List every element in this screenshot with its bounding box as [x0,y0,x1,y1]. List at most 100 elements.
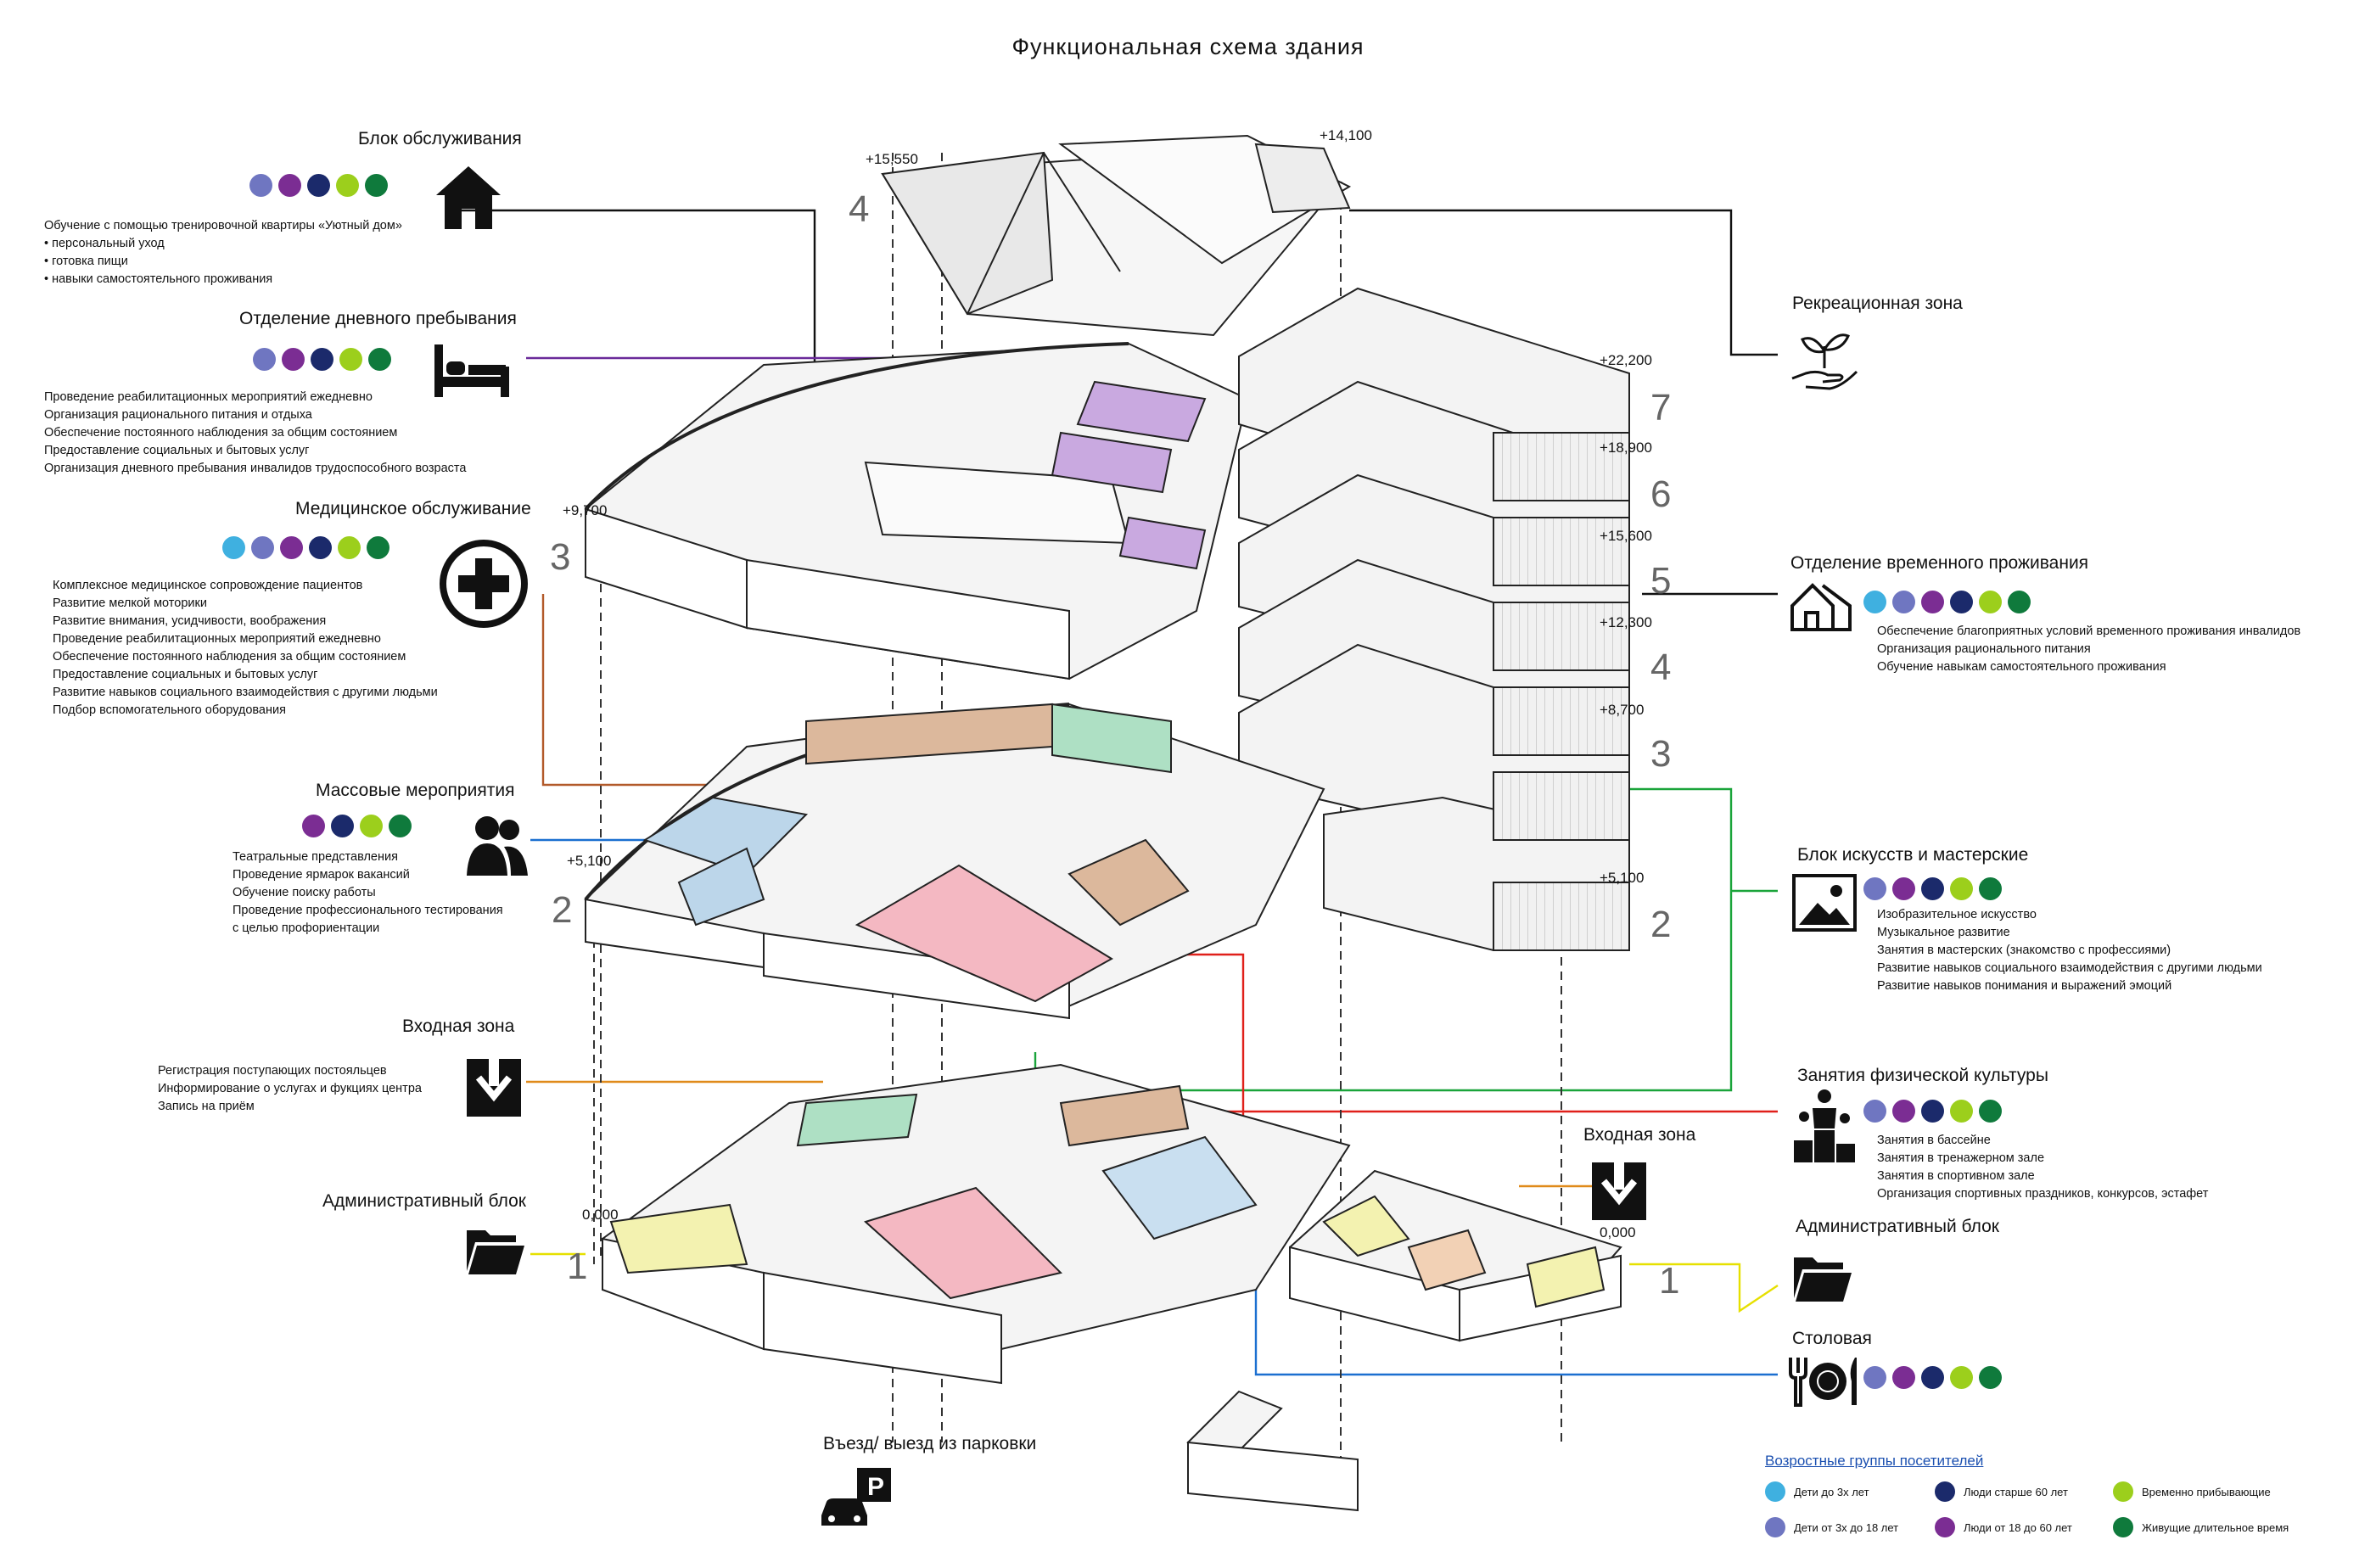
floor-2 [584,703,1325,1020]
level-mark: 0,000 [582,1207,619,1223]
age-group-dot [1921,1100,1944,1123]
legend-item: Дети от 3х до 18 лет [1765,1517,1898,1537]
age-group-dot [389,815,412,837]
residential-tower [1238,287,1630,952]
age-group-dot [222,536,245,559]
level-mark: +5,100 [567,853,612,869]
level-mark: +18,900 [1600,440,1652,456]
list-item: Информирование о услугах и фукциях центр… [158,1082,422,1095]
legend-title: Возростные группы посетителей [1765,1453,1984,1469]
zone-temp-living-title: Отделение временного проживания [1790,553,2089,573]
legend-swatch [2113,1481,2133,1502]
top-floor [881,134,1352,337]
connector-service [450,209,816,365]
zone-entrance-right-title: Входная зона [1583,1125,1696,1145]
zone-sport-items: Занятия в бассейне Занятия в тренажерном… [1877,1132,2208,1203]
floor-number: 3 [1650,733,1672,775]
age-group-dot [1979,877,2002,900]
house-icon [433,161,504,232]
legend: Дети до 3х лет Дети от 3х до 18 лет Люди… [1765,1481,2359,1558]
age-group-dot [2008,591,2031,613]
age-group-dot [1863,877,1886,900]
age-group-dot [1979,1366,2002,1389]
zone-medical-dots [222,536,389,559]
list-item: • навыки самостоятельного проживания [44,272,273,286]
age-group-dot [1892,1100,1915,1123]
list-item: Занятия в бассейне [1877,1134,1991,1147]
floor-number: 2 [1650,904,1672,945]
zone-day-stay-title: Отделение дневного пребывания [239,309,517,328]
list-item: Комплексное медицинское сопровождение па… [53,579,363,592]
legend-item: Живущие длительное время [2113,1517,2289,1537]
zone-entrance-left-title: Входная зона [402,1016,515,1036]
age-group-dot [253,348,276,371]
legend-swatch [1765,1517,1785,1537]
list-item: Подбор вспомогательного оборудования [53,703,286,717]
zone-arts-dots [1863,877,2002,900]
age-group-dot [1863,1366,1886,1389]
zone-events-items: Театральные представления Проведение ярм… [233,848,503,938]
list-item: Организация рационального питания [1877,642,2091,656]
age-group-dot [1921,1366,1944,1389]
legend-item: Люди от 18 до 60 лет [1935,1517,2072,1537]
age-group-dot [307,174,330,197]
legend-item: Люди старше 60 лет [1935,1481,2068,1502]
zone-temp-living-items: Обеспечение благоприятных условий времен… [1877,623,2300,676]
age-group-dot [1979,1100,2002,1123]
connector-admin-right [1629,1263,1779,1313]
list-item: Обеспечение постоянного наблюдения за об… [44,426,398,440]
zone-admin-right-title: Административный блок [1796,1217,1999,1236]
zone-recreation-title: Рекреационная зона [1792,294,1963,313]
floor-number: 6 [1650,473,1672,515]
list-item: Развитие навыков социального взаимодейст… [1877,961,2262,975]
zone-events-dots [302,815,412,837]
list-item: Обеспечение постоянного наблюдения за об… [53,650,406,664]
zone-service-title: Блок обслуживания [358,129,522,148]
floor-number: 4 [849,188,870,230]
legend-swatch [2113,1517,2133,1537]
entry-arrow-icon [1592,1156,1646,1220]
podium-icon [1792,1088,1857,1164]
level-mark: 0,000 [1600,1224,1636,1240]
list-item: с целью профориентации [233,921,380,935]
zone-service-dots [249,174,388,197]
level-mark: +12,300 [1600,614,1652,630]
age-group-dot [280,536,303,559]
legend-swatch [1935,1517,1955,1537]
list-item: Изобразительное искусство [1877,908,2037,921]
connector-recreation [1349,209,1778,356]
floor-3-left [584,342,1249,680]
picture-icon [1792,874,1857,932]
age-group-dot [1892,591,1915,613]
age-group-dot [331,815,354,837]
list-item: Обучение навыкам самостоятельного прожив… [1877,660,2166,674]
parking-icon: P [818,1466,896,1531]
level-mark: +14,100 [1320,127,1372,143]
floor-number: 7 [1650,387,1672,428]
floor-number: 2 [552,889,573,931]
list-item: Музыкальное развитие [1877,926,2010,939]
level-mark: +5,100 [1600,870,1645,886]
age-group-dot [1950,1366,1973,1389]
list-item: Развитие мелкой моторики [53,596,207,610]
list-item: Обучение поиску работы [233,886,376,899]
age-group-dot [1863,1100,1886,1123]
age-group-dot [311,348,333,371]
age-group-dot [302,815,325,837]
zone-day-stay-dots [253,348,391,371]
list-item: Занятия в тренажерном зале [1877,1151,2045,1165]
zone-parking-title: Въезд/ выезд из парковки [823,1434,1037,1453]
level-mark: +22,200 [1600,352,1652,368]
age-group-dot [1950,1100,1973,1123]
list-item: Проведение реабилитационных мероприятий … [44,390,373,404]
zone-dining-dots [1863,1366,2002,1389]
level-mark: +15,550 [866,151,918,167]
zone-sport-title: Занятия физической культуры [1797,1066,2048,1085]
zone-day-stay-items: Проведение реабилитационных мероприятий … [44,389,466,478]
age-group-dot [1863,591,1886,613]
list-item: Организация рационального питания и отды… [44,408,312,422]
age-group-dot [1950,877,1973,900]
list-item: Развитие навыков социального взаимодейст… [53,686,438,699]
age-group-dot [338,536,361,559]
list-item: Занятия в спортивном зале [1877,1169,2035,1183]
